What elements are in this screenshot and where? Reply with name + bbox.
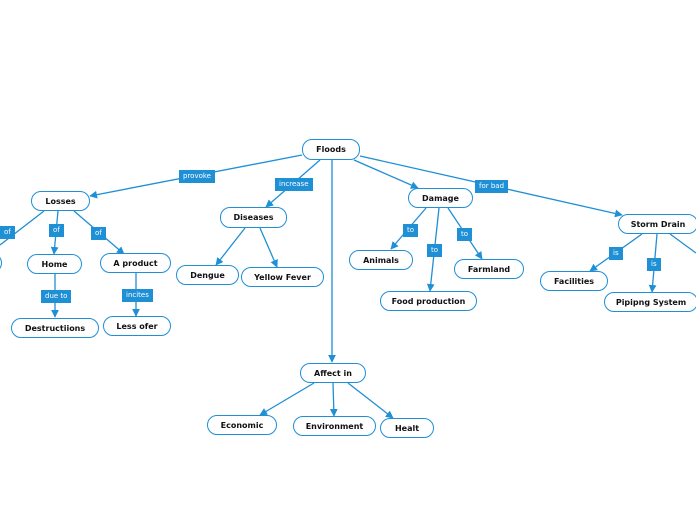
- node-environment[interactable]: Environment: [293, 416, 376, 436]
- node-animals[interactable]: Animals: [349, 250, 413, 270]
- link-label-to-farmland: to: [457, 228, 473, 241]
- node-facilities[interactable]: Facilities: [540, 271, 608, 291]
- link-label-is-facilities: is: [609, 247, 623, 260]
- node-home[interactable]: Home: [27, 254, 82, 274]
- edge-affect-health: [347, 382, 394, 419]
- edge-losses-left: [0, 210, 45, 246]
- link-label-of-home: of: [49, 224, 64, 237]
- link-label-of-product: of: [91, 227, 106, 240]
- edge-storm-right: [669, 233, 696, 254]
- node-yellow-fever[interactable]: Yellow Fever: [241, 267, 324, 287]
- edge-affect-environment: [329, 382, 338, 417]
- edge-diseases-yellowfever: [259, 227, 278, 268]
- link-label-of-left: of: [0, 226, 15, 239]
- edge-diseases-dengue: [215, 227, 246, 266]
- node-diseases[interactable]: Diseases: [220, 207, 287, 228]
- link-label-to-animals: to: [403, 224, 419, 237]
- node-food-production[interactable]: Food production: [380, 291, 477, 311]
- node-dengue[interactable]: Dengue: [176, 265, 239, 285]
- node-destructions[interactable]: Destructiions: [11, 318, 99, 338]
- node-damage[interactable]: Damage: [408, 188, 473, 208]
- link-label-for-bad: for bad: [475, 180, 509, 193]
- link-label-increase: increase: [275, 178, 313, 191]
- node-health[interactable]: Healt: [380, 418, 434, 438]
- node-losses[interactable]: Losses: [31, 191, 90, 211]
- node-farmland[interactable]: Farmland: [454, 259, 524, 279]
- node-a-product[interactable]: A product: [100, 253, 171, 273]
- node-piping-system[interactable]: Pipipng System: [604, 292, 696, 312]
- node-floods[interactable]: Floods: [302, 139, 360, 160]
- node-affect-in[interactable]: Affect in: [300, 363, 366, 383]
- node-storm-drain[interactable]: Storm Drain: [618, 214, 696, 234]
- edge-affect-economic: [259, 382, 315, 416]
- link-label-due-to: due to: [41, 290, 72, 303]
- link-label-to-food: to: [427, 244, 443, 257]
- node-less-offer[interactable]: Less ofer: [103, 316, 171, 336]
- link-label-is-piping: is: [647, 258, 661, 271]
- node-economic[interactable]: Economic: [207, 415, 277, 435]
- link-label-provoke: provoke: [179, 170, 215, 183]
- link-label-incites: incites: [122, 289, 153, 302]
- edge-floods-damage: [353, 159, 419, 189]
